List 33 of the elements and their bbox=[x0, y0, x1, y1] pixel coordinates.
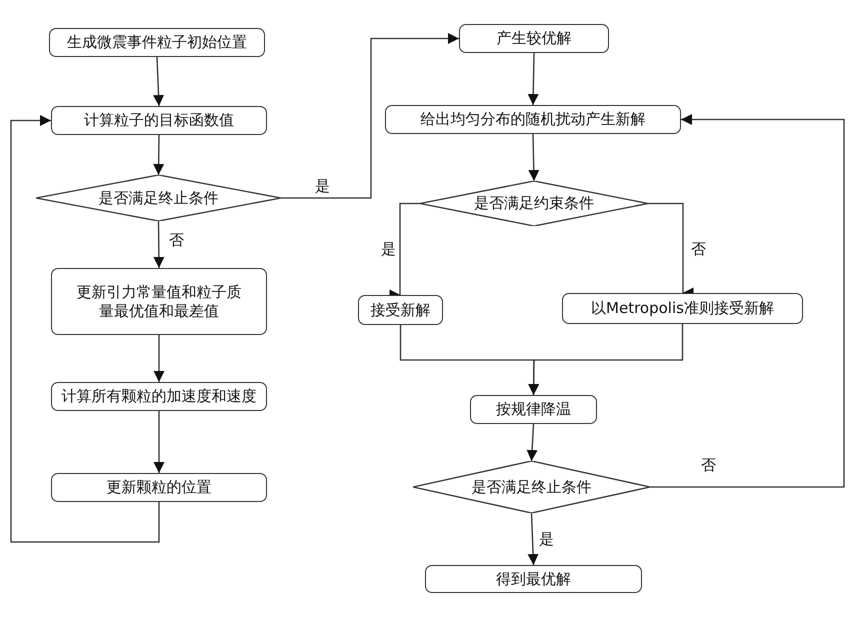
arrow bbox=[154, 411, 164, 473]
process-box: 计算粒子的目标函数值 bbox=[51, 106, 267, 135]
decision-diamond: 是否满足终止条件 bbox=[36, 175, 281, 221]
edge-label: 否 bbox=[690, 240, 707, 258]
edge-label: 是 bbox=[380, 240, 397, 258]
process-box: 更新引力常量值和粒子质量最优值和最差值 bbox=[51, 268, 267, 335]
edge-label: 否 bbox=[168, 231, 185, 249]
arrow bbox=[10, 115, 160, 543]
arrow bbox=[528, 134, 540, 182]
arrow bbox=[153, 56, 164, 106]
arrow bbox=[153, 221, 164, 268]
edge-label: 是 bbox=[538, 530, 555, 548]
process-box: 产生较优解 bbox=[459, 24, 609, 53]
process-box: 得到最优解 bbox=[425, 565, 642, 593]
arrow bbox=[153, 135, 164, 175]
arrow bbox=[650, 114, 845, 488]
decision-diamond: 是否满足终止条件 bbox=[413, 461, 650, 513]
arrow bbox=[528, 52, 539, 106]
arrow bbox=[528, 324, 684, 395]
process-box: 接受新解 bbox=[358, 295, 443, 325]
process-box: 以Metropolis准则接受新解 bbox=[562, 293, 803, 324]
arrow bbox=[528, 512, 539, 566]
process-box: 更新颗粒的位置 bbox=[51, 473, 267, 502]
arrow bbox=[154, 335, 164, 382]
edge-label: 否 bbox=[700, 456, 717, 474]
arrow bbox=[281, 33, 459, 199]
decision-diamond: 是否满足约束条件 bbox=[420, 181, 648, 226]
process-box: 按规律降温 bbox=[470, 395, 597, 424]
arrow bbox=[526, 424, 538, 462]
process-box: 生成微震事件粒子初始位置 bbox=[49, 28, 265, 57]
process-box: 给出均匀分布的随机扰动产生新解 bbox=[385, 105, 681, 134]
edge-label: 是 bbox=[314, 177, 331, 195]
process-box: 计算所有颗粒的加速度和速度 bbox=[51, 382, 267, 411]
